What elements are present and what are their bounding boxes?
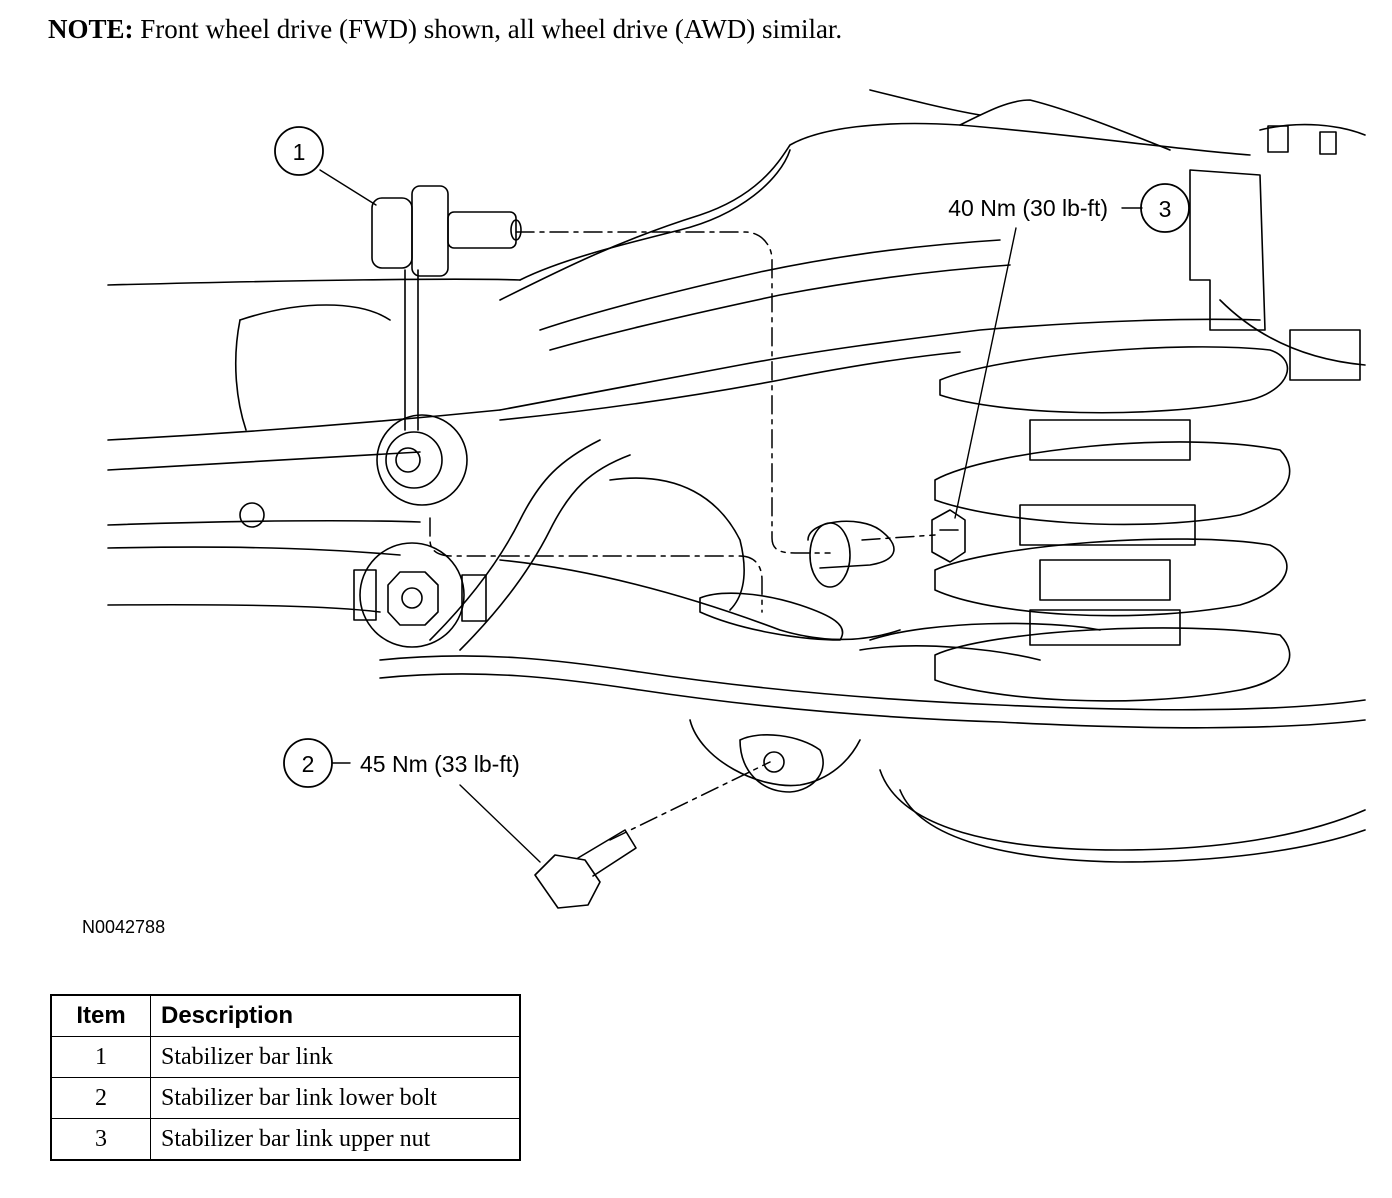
- item-number: 3: [50, 1118, 151, 1161]
- upper-control-arm: [499, 89, 1261, 421]
- link-stud: [807, 520, 895, 588]
- crossmember: [107, 278, 521, 613]
- note-text: Front wheel drive (FWD) shown, all wheel…: [140, 14, 843, 44]
- item-number: 1: [50, 1036, 151, 1078]
- header-item: Item: [50, 994, 151, 1037]
- callout-3: 40 Nm (30 lb-ft) 3: [948, 183, 1190, 233]
- callout-2-number: 2: [302, 751, 315, 777]
- suspension-diagram: 1 40 Nm (30 lb-ft) 3 2 45 Nm (33 lb-ft): [107, 89, 1366, 909]
- callout-3-number: 3: [1159, 196, 1172, 222]
- callout-2: 2 45 Nm (33 lb-ft): [283, 738, 520, 788]
- diagram-note: NOTE: Front wheel drive (FWD) shown, all…: [48, 14, 842, 45]
- callout-1-number: 1: [293, 139, 306, 165]
- strut-assembly: [1019, 123, 1366, 646]
- table-row: 1 Stabilizer bar link: [50, 1036, 521, 1078]
- knuckle: [739, 734, 1366, 863]
- item-number: 2: [50, 1077, 151, 1119]
- upper-nut: [931, 509, 966, 563]
- table-row: 3 Stabilizer bar link upper nut: [50, 1118, 521, 1161]
- coil-spring: [859, 346, 1291, 702]
- lower-bolt: [534, 829, 637, 909]
- item-description-table: Item Description 1 Stabilizer bar link 2…: [50, 994, 521, 1161]
- item-description: Stabilizer bar link upper nut: [150, 1118, 521, 1161]
- stabilizer-bar-link: [371, 185, 522, 506]
- callout-3-torque: 40 Nm (30 lb-ft): [948, 195, 1108, 221]
- lower-control-arm: [379, 439, 1366, 787]
- table-row: 2 Stabilizer bar link lower bolt: [50, 1077, 521, 1119]
- item-description: Stabilizer bar link lower bolt: [150, 1077, 521, 1119]
- figure-id: N0042788: [82, 917, 166, 937]
- stabilizer-bar-bushing: [353, 542, 487, 648]
- note-label: NOTE:: [48, 14, 134, 44]
- header-description: Description: [150, 994, 521, 1037]
- callout-1: 1: [274, 126, 324, 176]
- installation-path: [429, 231, 936, 841]
- table-header-row: Item Description: [50, 994, 521, 1037]
- item-description: Stabilizer bar link: [150, 1036, 521, 1078]
- leader-lines: [319, 169, 1143, 863]
- callout-2-torque: 45 Nm (33 lb-ft): [360, 751, 520, 777]
